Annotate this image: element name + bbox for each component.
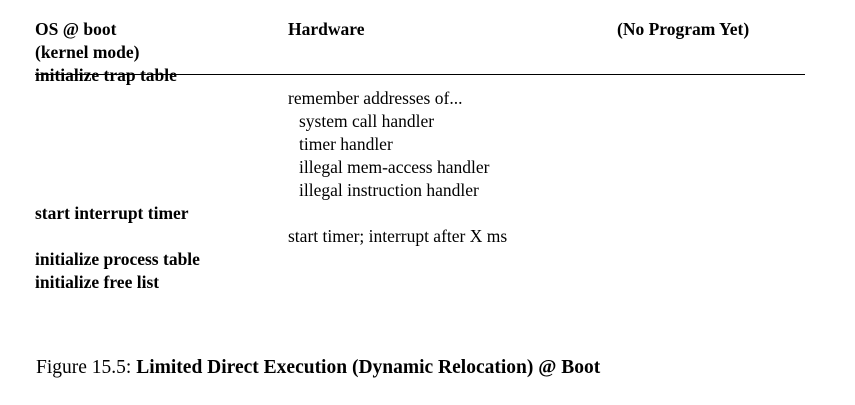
os-cell: initialize trap table xyxy=(35,65,177,85)
hardware-cell: illegal mem-access handler xyxy=(299,157,490,177)
table-row: system call handler xyxy=(35,110,805,133)
figure-caption: Figure 15.5: Limited Direct Execution (D… xyxy=(36,355,826,381)
table-row: start interrupt timer xyxy=(35,202,805,225)
os-cell: start interrupt timer xyxy=(35,203,189,223)
hardware-cell: timer handler xyxy=(299,134,393,154)
table-row: initialize trap table xyxy=(35,64,805,87)
os-cell: initialize free list xyxy=(35,272,160,292)
figure-caption-title: Limited Direct Execution (Dynamic Reloca… xyxy=(136,357,601,378)
table-row: remember addresses of... xyxy=(35,87,805,110)
figure-caption-label: Figure 15.5: xyxy=(36,357,137,378)
table-row: initialize process table xyxy=(35,248,805,271)
hardware-cell: remember addresses of... xyxy=(288,88,463,108)
table-row: illegal mem-access handler xyxy=(35,156,805,179)
column-header-hardware: Hardware xyxy=(288,19,365,39)
table-row: start timer; interrupt after X ms xyxy=(35,225,805,248)
table-header-row-1: OS @ boot Hardware (No Program Yet) xyxy=(35,18,805,41)
execution-trace-table: OS @ boot Hardware (No Program Yet) (ker… xyxy=(35,18,805,294)
table-row: initialize free list xyxy=(35,271,805,294)
column-header-os-line2: (kernel mode) xyxy=(35,42,140,62)
header-separator-rule xyxy=(35,74,805,75)
hardware-cell: start timer; interrupt after X ms xyxy=(288,226,508,246)
table-row: timer handler xyxy=(35,133,805,156)
table-row: illegal instruction handler xyxy=(35,179,805,202)
hardware-cell: system call handler xyxy=(299,111,435,131)
hardware-cell: illegal instruction handler xyxy=(299,180,479,200)
column-header-program: (No Program Yet) xyxy=(617,19,750,39)
column-header-os-line1: OS @ boot xyxy=(35,19,117,39)
os-cell: initialize process table xyxy=(35,249,200,269)
table-header-row-2: (kernel mode) xyxy=(35,41,805,64)
